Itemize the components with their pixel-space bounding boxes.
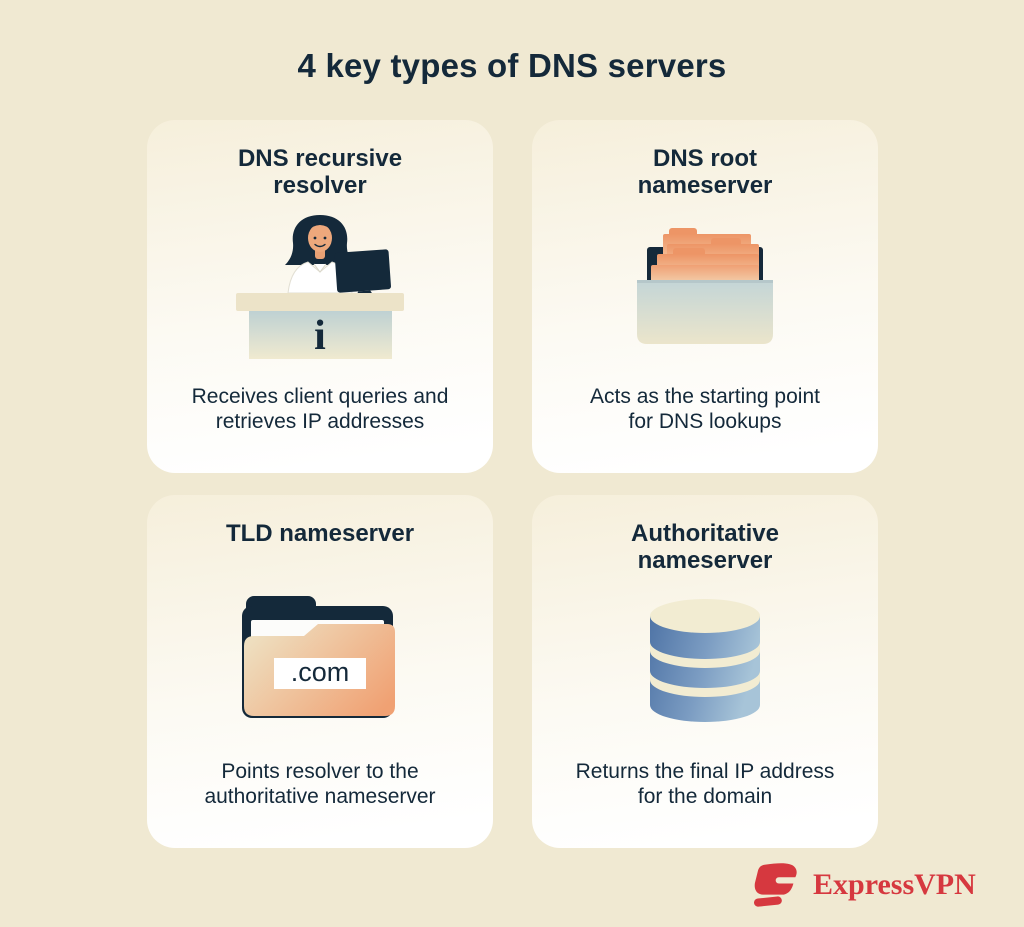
card-description: Receives client queries and retrieves IP… [147, 384, 493, 434]
card-title-line: DNS root [653, 145, 757, 172]
card-description-line: Receives client queries and [191, 385, 449, 408]
card-title: DNS root nameserver [532, 145, 878, 199]
brand-wordmark: ExpressVPN [813, 868, 976, 901]
receptionist-info-desk-illustration: i [147, 202, 493, 370]
card-title-line: TLD nameserver [225, 520, 415, 547]
page-title: 4 key types of DNS servers [297, 47, 727, 84]
card-description-line: authoritative nameserver [204, 785, 436, 808]
card-authoritative-nameserver: Authoritative nameserver [532, 495, 878, 848]
card-description: Points resolver to the authoritative nam… [147, 759, 493, 809]
card-dns-recursive-resolver: DNS recursive resolver [147, 120, 493, 473]
file-drawer-icon [637, 228, 773, 344]
card-title: Authoritative nameserver [532, 520, 878, 574]
card-tld-nameserver: TLD nameserver .com [147, 495, 493, 848]
card-dns-root-nameserver: DNS root nameserver [532, 120, 878, 473]
card-title: DNS recursive resolver [147, 145, 493, 199]
card-description: Acts as the starting point for DNS looku… [532, 384, 878, 434]
card-description: Returns the final IP address for the dom… [532, 759, 878, 809]
card-description-line: retrieves IP addresses [215, 410, 425, 433]
tld-folder-illustration: .com [147, 577, 493, 745]
card-description-line: for DNS lookups [628, 410, 782, 433]
file-drawer-folders-illustration [532, 202, 878, 370]
com-folder-icon: .com [242, 596, 395, 718]
database-cylinder-illustration [532, 577, 878, 745]
card-description-line: for the domain [637, 785, 773, 808]
card-title-line: Authoritative [630, 520, 779, 547]
brand-logo: ExpressVPN [752, 862, 976, 908]
database-icon [650, 599, 760, 722]
card-description-line: Returns the final IP address [575, 760, 835, 783]
receptionist-desk-icon: i [236, 215, 404, 359]
folder-label: .com [291, 657, 350, 687]
card-title-line: DNS recursive [237, 145, 403, 172]
card-title-line: nameserver [637, 547, 773, 574]
cards-grid: DNS recursive resolver [147, 120, 878, 848]
card-description-line: Points resolver to the [221, 760, 419, 783]
info-letter: i [314, 313, 326, 359]
card-title-line: resolver [273, 172, 367, 199]
card-title: TLD nameserver [147, 520, 493, 547]
card-title-line: nameserver [637, 172, 773, 199]
expressvpn-logomark-icon [753, 863, 797, 907]
card-description-line: Acts as the starting point [590, 385, 820, 408]
